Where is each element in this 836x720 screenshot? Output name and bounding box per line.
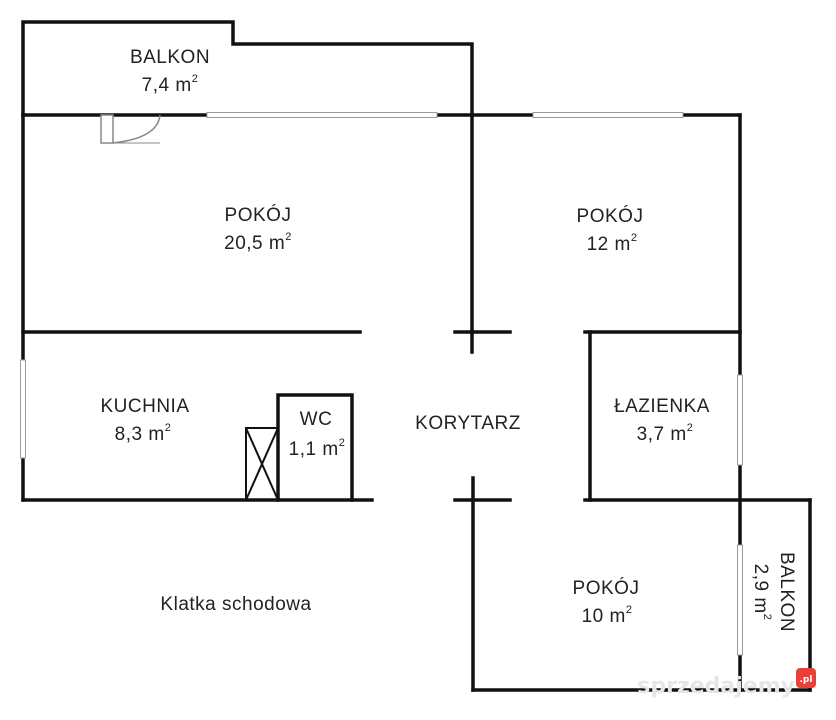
balkon-right-area: 2,9 m2 [750, 564, 773, 621]
balkon-top-label: BALKON [130, 47, 210, 68]
kuchnia-label: KUCHNIA [100, 396, 189, 417]
watermark-badge [796, 668, 816, 688]
pokoj-large-area: 20,5 m2 [224, 231, 292, 254]
stairwell-label: Klatka schodowa [160, 594, 311, 615]
pokoj-12-area: 12 m2 [587, 232, 638, 255]
pokoj-10-label: POKÓJ [573, 577, 640, 599]
balkon-top-area-sup: 2 [192, 73, 199, 85]
balkon-right-text: BALKON 2,9 m2 [750, 552, 797, 632]
pokoj-12-label: POKÓJ [577, 205, 644, 227]
windows [20, 112, 743, 656]
korytarz-label: KORYTARZ [415, 413, 521, 434]
ventilation-shaft [245, 427, 279, 501]
balkon-right-area-sup: 2 [761, 614, 773, 621]
pokoj-large-area-value: 20,5 m [224, 233, 285, 254]
pokoj-10-area-sup: 2 [626, 604, 633, 616]
window-room-10 [737, 544, 743, 656]
watermark: sprzedajemy .pl [637, 668, 816, 699]
balkon-top-area: 7,4 m2 [142, 73, 199, 96]
wc-area: 1,1 m2 [289, 437, 346, 460]
kuchnia-area-value: 8,3 m [115, 424, 165, 445]
balkon-right-area-value: 2,9 m [750, 564, 771, 614]
interior-walls [21, 113, 812, 692]
balcony-top-walls [21, 20, 474, 117]
kuchnia-area: 8,3 m2 [115, 422, 172, 445]
watermark-text: sprzedajemy [637, 674, 795, 699]
watermark-suffix: .pl [800, 675, 813, 685]
window-large-room [206, 112, 438, 118]
pokoj-large-label: POKÓJ [225, 204, 292, 226]
pokoj-10-area-value: 10 m [582, 606, 626, 627]
wc-area-sup: 2 [339, 437, 346, 449]
balkon-right-label: BALKON [776, 552, 797, 632]
lazienka-area-value: 3,7 m [637, 424, 687, 445]
balkon-top-area-value: 7,4 m [142, 75, 192, 96]
lazienka-area-sup: 2 [687, 422, 694, 434]
window-kitchen [20, 359, 26, 459]
pokoj-large-area-sup: 2 [285, 231, 292, 243]
kuchnia-area-sup: 2 [165, 422, 172, 434]
pokoj-10-area: 10 m2 [582, 604, 633, 627]
wc-label: WC [300, 409, 333, 430]
pokoj-12-area-sup: 2 [631, 232, 638, 244]
window-bathroom [737, 374, 743, 466]
pokoj-12-area-value: 12 m [587, 234, 631, 255]
wc-area-value: 1,1 m [289, 439, 339, 460]
lazienka-area: 3,7 m2 [637, 422, 694, 445]
lazienka-label: ŁAZIENKA [614, 396, 710, 417]
balcony-door [100, 114, 161, 144]
window-room-12 [532, 112, 684, 118]
